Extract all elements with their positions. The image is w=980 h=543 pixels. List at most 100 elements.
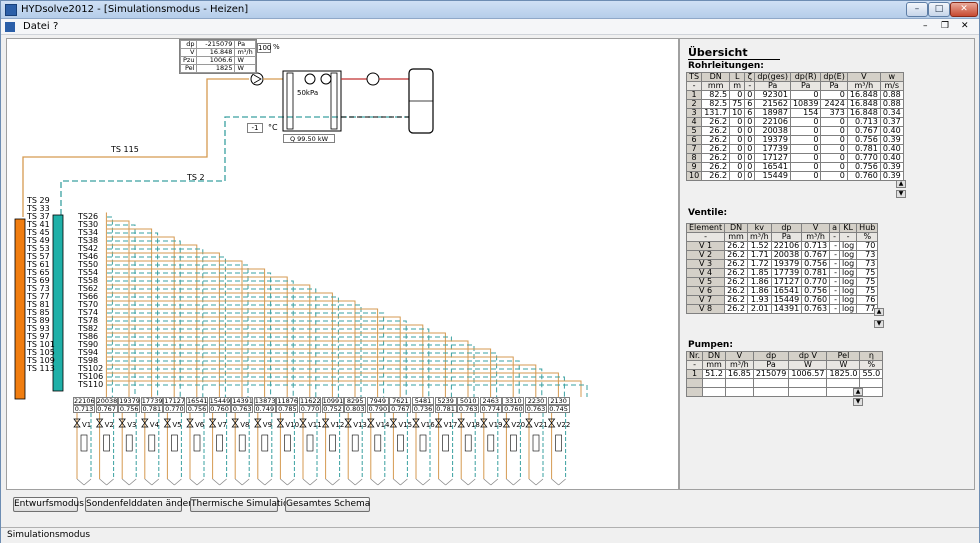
table-cell[interactable]: 0 [789,171,822,181]
table-cell[interactable]: 0.760 [846,171,881,181]
maximize-button[interactable]: □ [928,2,950,17]
valve-label[interactable]: V2 [104,421,114,429]
close-button[interactable]: ✕ [950,2,978,17]
table-cell[interactable]: 26.2 [724,304,748,314]
valve-label[interactable]: V9 [262,421,273,429]
borehole-tip [121,478,130,486]
valve-label[interactable]: V3 [127,421,137,429]
branch-return-pipe [107,256,226,397]
table-cell[interactable]: 0 [820,171,848,181]
inner-restore-button[interactable]: ❐ [941,21,950,31]
valve-label[interactable]: V10 [285,421,300,429]
table-cell[interactable] [724,387,754,397]
branch-flow-value: 0.785 [276,405,299,413]
table-cell[interactable]: - [829,304,840,314]
borehole-tip [325,478,333,486]
table-cell[interactable]: 26.2 [701,171,731,181]
table-cell[interactable]: 15449 [754,171,791,181]
valve-label[interactable]: V14 [375,421,390,429]
table-cell[interactable]: 0.39 [879,171,904,181]
full-schema-button[interactable]: Gesamtes Schema [285,497,370,512]
table-cell[interactable]: log [838,304,858,314]
design-mode-button[interactable]: Entwurfsmodus [13,497,84,512]
valve-label[interactable]: V15 [398,421,413,429]
table-cell[interactable] [685,387,704,397]
edit-field-data-button[interactable]: Sondenfelddaten ändern [85,497,197,512]
info-label: Pel [179,64,198,73]
valve-label[interactable]: V5 [172,421,182,429]
valve-label[interactable]: V20 [511,421,526,429]
branch-dp-value: 16541 [186,397,208,405]
table-cell[interactable]: 0 [744,171,756,181]
borehole-tip [370,478,379,486]
table-cell[interactable]: 0 [729,171,746,181]
manifold-label-left: TS 49 [27,236,50,245]
valve-label[interactable]: V8 [240,421,250,429]
manifold-label-right: TS78 [78,316,99,325]
manifold-label-left: TS 85 [27,308,50,317]
pump-speed-value[interactable]: 100 [257,43,272,53]
valves-scroll-up[interactable]: ▲ [874,308,884,316]
title-bar[interactable]: HYDsolve2012 - [Simulationsmodus - Heize… [1,1,979,19]
valve-label[interactable]: V11 [308,421,322,429]
branch-supply-pipe [107,380,582,397]
valve-label[interactable]: V16 [421,421,435,429]
valve-label[interactable]: V12 [330,421,345,429]
menu-help[interactable]: ? [53,21,59,32]
valves-scroll-down[interactable]: ▼ [874,320,884,328]
table-cell[interactable]: 10 [685,171,703,181]
table-cell[interactable]: 0.763 [801,304,831,314]
pipes-scroll-down[interactable]: ▼ [896,190,906,198]
valve-label[interactable]: V1 [82,421,92,429]
valve-label[interactable]: V17 [443,421,458,429]
table-cell[interactable] [702,387,726,397]
table-cell[interactable]: V 8 [685,304,726,314]
menu-datei[interactable]: Datei [23,21,50,32]
table-cell[interactable] [788,387,828,397]
pipes-scroll-up[interactable]: ▲ [896,180,906,188]
inner-minimize-button[interactable]: – [923,21,928,31]
valve-label[interactable]: V6 [195,421,205,429]
table-cell[interactable] [859,387,884,397]
valve-icon [231,418,239,428]
thermal-simulation-button[interactable]: Thermische Simulation [190,497,294,512]
pumps-scroll-down[interactable]: ▼ [853,398,863,406]
valve-label[interactable]: V19 [488,421,503,429]
temperature-value[interactable]: -1 [247,123,263,133]
minimize-button[interactable]: – [906,2,928,17]
branch-return-pipe [107,368,543,397]
table-cell[interactable]: 14391 [770,304,803,314]
pump-arrow-icon [253,74,262,84]
borehole-icon [374,434,382,452]
table-cell[interactable]: 2.01 [746,304,772,314]
valve-label[interactable]: V4 [149,421,160,429]
valve-label[interactable]: V7 [217,421,227,429]
overview-title: Übersicht [688,46,780,60]
valve-label[interactable]: V21 [534,421,548,429]
valve-icon [547,418,556,428]
inner-close-button[interactable]: ✕ [961,21,969,31]
pumps-scroll-up[interactable]: ▲ [853,388,863,396]
table-row[interactable] [685,387,884,397]
table-cell[interactable] [752,387,790,397]
valve-label[interactable]: V18 [466,421,480,429]
valve-label[interactable]: V13 [353,421,367,429]
valve-label[interactable]: V22 [556,421,571,429]
